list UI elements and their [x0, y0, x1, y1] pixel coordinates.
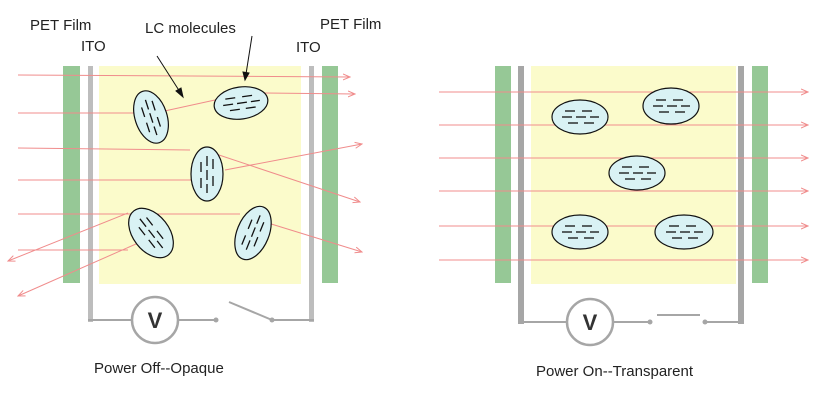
light-ray: [17, 147, 191, 151]
lc-molecule: [608, 155, 666, 191]
lc-molecules-right: [551, 87, 714, 250]
switch-contact-right-b: [702, 319, 708, 325]
power-on-panel: V: [439, 66, 808, 380]
switch-contact-left-b: [269, 317, 275, 323]
light-ray: [209, 151, 360, 202]
light-ray: [264, 93, 355, 94]
lc-molecules-label: LC molecules: [145, 20, 236, 37]
caption-power-on: Power On--Transparent: [536, 363, 694, 380]
power-off-panel: V: [8, 16, 381, 377]
ito-right-inner: [738, 66, 744, 324]
switch-contact-left-a: [213, 317, 219, 323]
pet-film-right-outer: [495, 66, 511, 283]
lc-molecule: [551, 214, 609, 250]
pet-film-left-outer: [63, 66, 80, 283]
circuit-left: [88, 301, 314, 321]
light-rays-left: [8, 75, 362, 296]
lc-molecule: [234, 205, 272, 261]
lc-molecule: [133, 90, 169, 144]
light-ray: [17, 75, 350, 77]
ito-left-outer: [88, 66, 93, 322]
voltmeter-left: [130, 295, 180, 345]
lc-molecule: [190, 146, 224, 202]
ito-left-inner: [309, 66, 314, 322]
voltmeter-left-label: V: [148, 308, 163, 333]
caption-power-off: Power Off--Opaque: [94, 360, 224, 377]
ito-label-left: ITO: [81, 38, 106, 55]
lc-molecule: [642, 87, 700, 125]
ito-label-right: ITO: [296, 39, 321, 56]
light-ray: [267, 222, 362, 252]
lc-molecule: [654, 214, 714, 250]
pet-film-right-inner: [752, 66, 768, 283]
ito-right-outer: [518, 66, 524, 324]
light-ray: [224, 144, 362, 171]
voltmeter-right-label: V: [583, 310, 598, 335]
light-ray: [159, 99, 216, 113]
lc-molecule: [551, 99, 609, 135]
lc-molecule: [213, 86, 269, 120]
pet-film-label-left: PET Film: [30, 17, 91, 34]
pet-film-left-inner: [322, 66, 338, 283]
light-ray: [18, 239, 146, 296]
lc-callout-arrows: [156, 35, 253, 99]
pet-film-label-right: PET Film: [320, 16, 381, 33]
lc-molecule: [128, 207, 174, 259]
circuit-right: [518, 314, 744, 323]
voltmeter-right: [565, 297, 615, 347]
lc-molecules-left: [128, 86, 272, 261]
switch-contact-right-a: [647, 319, 653, 325]
light-ray: [8, 212, 129, 261]
